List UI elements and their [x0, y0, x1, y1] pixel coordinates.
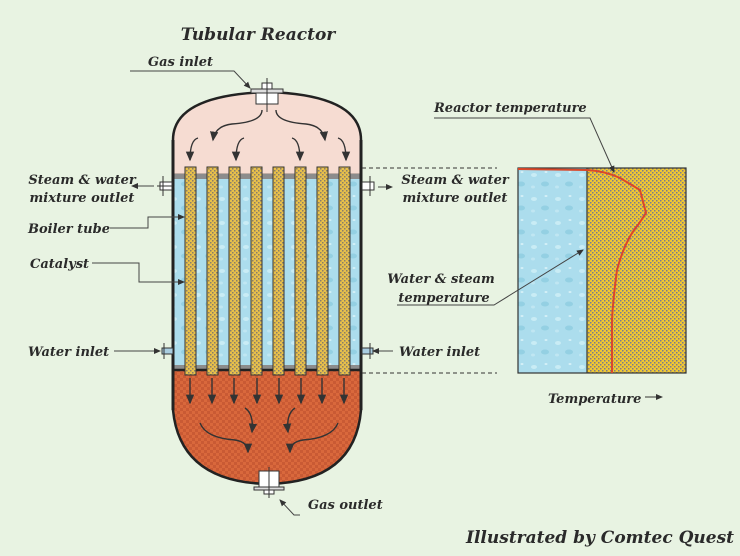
bottom-tube-sheet: [173, 365, 361, 370]
x-axis-label: Temperature: [548, 392, 641, 407]
steam-outlet-right-label-1: Steam & water: [401, 173, 510, 188]
top-tube-sheet: [173, 174, 361, 179]
gas-inlet-label: Gas inlet: [148, 55, 213, 70]
gas-inlet-nozzle: [250, 78, 284, 112]
gas-outlet-nozzle: [253, 467, 285, 498]
outlet-flow-arrows: [185, 378, 349, 454]
steam-outlet-left-label-1: Steam & water: [28, 173, 137, 188]
shell-water: [173, 179, 361, 365]
water-steam-temp-leader: [397, 249, 584, 306]
water-inlet-nozzle-right: [361, 343, 374, 359]
inlet-flow-arrows: [185, 109, 351, 162]
gas-outlet-label: Gas outlet: [308, 498, 383, 513]
reactor-temperature-label: Reactor temperature: [433, 101, 587, 116]
boiler-tube: [294, 166, 307, 376]
water-inlet-left-label: Water inlet: [28, 345, 109, 360]
water-steam-temp-label-2: temperature: [398, 291, 489, 306]
boiler-tube: [228, 166, 241, 376]
boiler-tube: [272, 166, 285, 376]
boiler-tube-leader: [110, 214, 185, 229]
boiler-tube: [316, 166, 329, 376]
boiler-tubes: [184, 166, 351, 376]
boiler-tube-label: Boiler tube: [27, 222, 110, 237]
steam-outlet-nozzle-right: [361, 176, 375, 196]
profile-catalyst-region: [587, 168, 686, 373]
water-inlet-right-label: Water inlet: [399, 345, 480, 360]
gas-outlet-leader: [279, 499, 300, 516]
reactor-temperature-curve: [517, 168, 648, 373]
bottom-dome: [171, 368, 363, 486]
reactor-temperature-leader: [434, 117, 615, 173]
boiler-tube: [338, 166, 351, 376]
boiler-tube: [206, 166, 219, 376]
boiler-tube: [184, 166, 197, 376]
temperature-profile-chart: [517, 167, 687, 374]
boiler-tube: [250, 166, 263, 376]
diagram-title: Tubular Reactor: [181, 25, 337, 45]
credit-text: Illustrated by Comtec Quest: [465, 528, 734, 548]
profile-water-region: [518, 168, 587, 373]
catalyst-label: Catalyst: [30, 257, 89, 272]
water-steam-temp-label-1: Water & steam: [387, 272, 495, 287]
steam-outlet-nozzle-left: [157, 176, 173, 196]
water-inlet-nozzle-left: [161, 343, 174, 359]
steam-outlet-left-label-2: mixture outlet: [30, 191, 135, 206]
profile-frame: [517, 167, 687, 374]
catalyst-leader: [92, 262, 185, 285]
gas-inlet-leader: [130, 70, 251, 89]
steam-outlet-right-label-2: mixture outlet: [403, 191, 508, 206]
